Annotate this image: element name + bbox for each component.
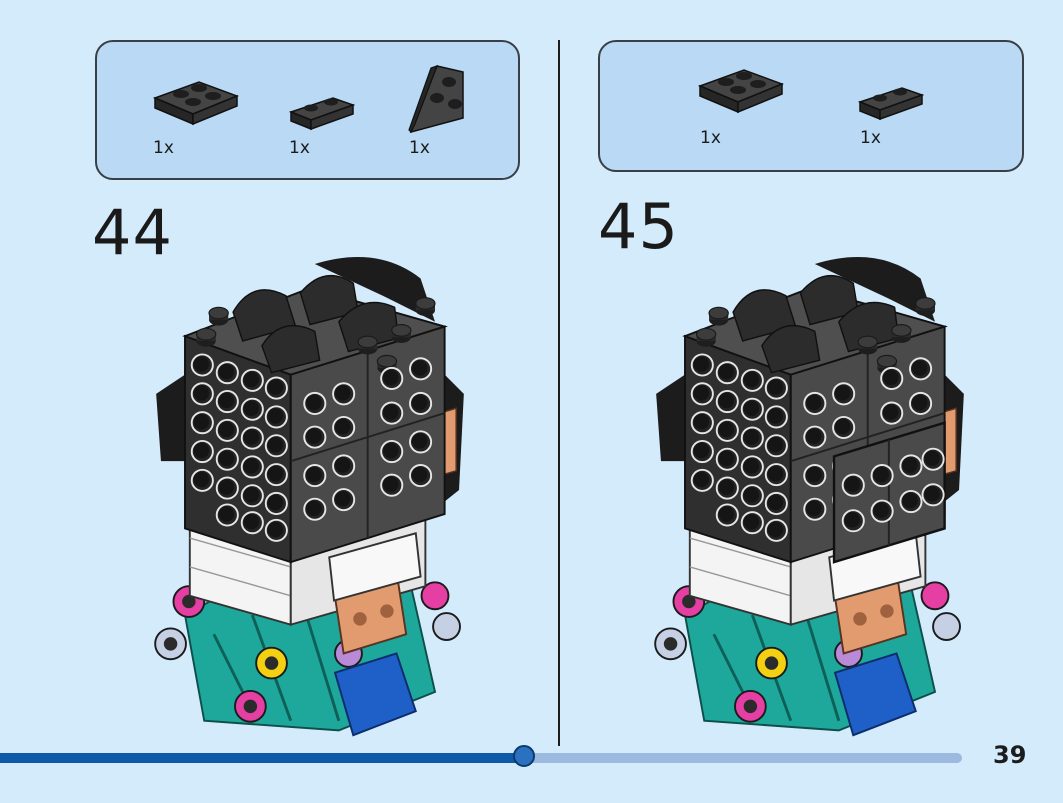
plate-1x2-dark-gray-icon: [858, 86, 924, 122]
parts-callout-step-45: 1x 1x: [598, 40, 1024, 172]
new-plate-highlight: [832, 421, 946, 564]
step-number: 44: [92, 196, 173, 269]
part-qty: 1x: [289, 138, 310, 158]
plate-2x2-dark-gray-icon: [698, 68, 784, 114]
part-qty: 1x: [860, 128, 881, 148]
part-qty: 1x: [153, 138, 174, 158]
plate-2x2-dark-gray-icon: [153, 80, 239, 126]
build-model-step-45: [640, 240, 980, 740]
plate-1x2-dark-gray-icon: [289, 96, 355, 132]
build-model-step-44: [140, 240, 480, 740]
page-number: 39: [993, 741, 1027, 769]
column-divider: [558, 40, 560, 746]
wedge-plate-dark-gray-icon: [407, 64, 465, 136]
part-qty: 1x: [700, 128, 721, 148]
progress-knob: [513, 745, 535, 767]
progress-fill: [0, 753, 524, 763]
part-qty: 1x: [409, 138, 430, 158]
parts-callout-step-44: 1x 1x 1x: [95, 40, 520, 180]
step-number: 45: [598, 190, 679, 263]
